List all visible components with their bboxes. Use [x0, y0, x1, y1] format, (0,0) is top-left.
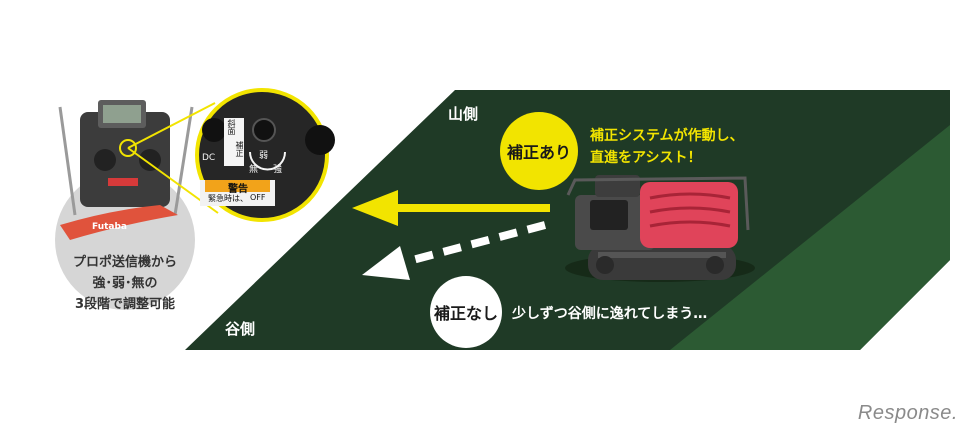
controller-illustration	[55, 88, 335, 310]
controller-caption-line2: 強･弱･無の	[92, 276, 158, 291]
slope-switch-label-2: 補正	[235, 141, 244, 157]
warning-title: 警告	[228, 184, 248, 195]
dc-label: DC	[202, 153, 216, 163]
slope-switch-label-1: 斜面	[227, 119, 236, 135]
straight-path-arrow	[352, 190, 550, 226]
switch-weak-label: 弱	[259, 151, 269, 161]
slope-edge-shade	[670, 125, 950, 350]
correction-on-badge: 補正あり	[500, 112, 578, 190]
controller-caption-line3: 3段階で調整可能	[74, 297, 176, 312]
correction-on-line2: 直進をアシスト！	[590, 150, 702, 166]
controller-caption: プロポ送信機から 強･弱･無の 3段階で調整可能	[55, 252, 195, 315]
downhill-label: 谷側	[225, 320, 256, 338]
warning-text-off: OFF	[250, 193, 266, 202]
switch-strong-label: 強	[273, 165, 283, 175]
correction-off-badge: 補正なし	[430, 276, 502, 348]
uphill-label: 山側	[448, 105, 479, 123]
controller-brand: Futaba	[92, 222, 127, 232]
response-watermark: Response.	[857, 402, 958, 424]
controller-caption-line1: プロポ送信機から	[72, 255, 177, 270]
warning-text: 緊急時は、	[208, 194, 248, 203]
correction-on-line1: 補正システムが作動し、	[590, 128, 744, 144]
tracked-mower-illustration	[565, 175, 755, 282]
drift-path-arrow	[362, 221, 547, 280]
switch-off-label: 無	[249, 165, 259, 175]
correction-off-description: 少しずつ谷側に逸れてしまう…	[512, 306, 708, 322]
